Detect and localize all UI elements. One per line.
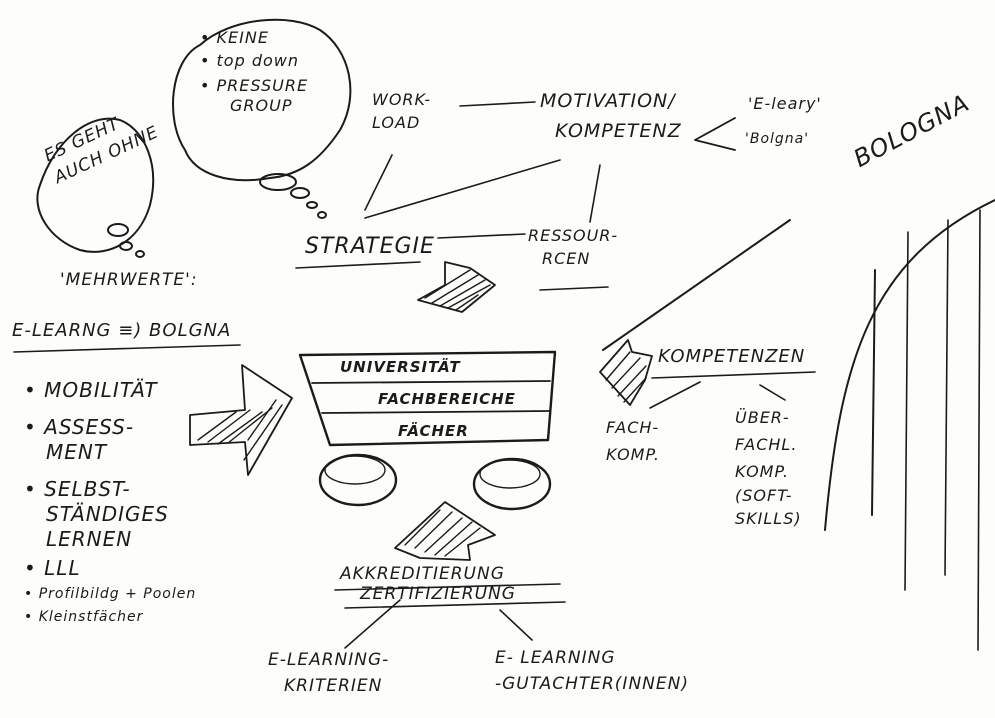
cart-universitaet: UNIVERSITÄT — [340, 358, 461, 376]
benefit-item: STÄNDIGES — [46, 502, 169, 526]
strategie-label: STRATEGIE — [305, 234, 435, 259]
ueberfachl-label: ÜBER- FACHL. KOMP. (SOFT- SKILLS) — [735, 408, 802, 529]
underline-ressourcen — [539, 286, 609, 291]
workload-label: WORK- LOAD — [372, 90, 432, 132]
workload-line: LOAD — [372, 112, 421, 132]
ressourcen-line: RESSOUR- — [528, 226, 619, 245]
line-gutachter — [499, 609, 533, 641]
kriterien-line: KRITERIEN — [284, 675, 383, 696]
arrow-strategie-down — [417, 261, 496, 313]
ueberfachl-line: FACHL. — [735, 434, 798, 454]
benefit-item: LERNEN — [46, 527, 133, 551]
ressourcen-label: RESSOUR- RCEN — [528, 226, 619, 268]
ueberfachl-line: ÜBER- — [735, 408, 790, 427]
thought-cloud — [172, 18, 352, 182]
benefit-item: • LLL — [24, 556, 81, 580]
benefit-item: • ASSESS- — [24, 415, 135, 439]
line-fachkomp — [649, 381, 701, 409]
cloud-dot — [290, 187, 310, 199]
gutachter-label: E- LEARNING -GUTACHTER(INNEN) — [495, 648, 689, 694]
chevron-eleary — [694, 117, 736, 151]
bubble-dot — [135, 250, 145, 258]
ueberfachl-line: KOMP. — [735, 461, 789, 481]
kriterien-label: E-LEARNING- KRITERIEN — [268, 650, 390, 696]
workload-line: WORK- — [372, 90, 432, 109]
motivation-label: MOTIVATION/ KOMPETENZ — [540, 90, 682, 142]
elearning-bologna-label: E-LEARNG ≡) BOLGNA — [12, 320, 232, 341]
underline-strategie — [295, 261, 421, 269]
akkreditierung-label: AKKREDITIERUNG ZERTIFIZIERUNG — [340, 564, 516, 604]
kompetenzen-label: KOMPETENZEN — [658, 346, 806, 367]
gutachter-line: -GUTACHTER(INNEN) — [495, 673, 689, 694]
cart-faecher: FÄCHER — [398, 422, 469, 440]
arrow-kompetenzen-left — [599, 339, 653, 406]
cloud-line: • PRESSURE — [200, 75, 309, 95]
akkreditierung-line: AKKREDITIERUNG — [340, 564, 505, 584]
fachkomp-line: FACH- — [606, 418, 660, 437]
cart-fachbereiche: FACHBEREICHE — [378, 390, 516, 408]
line-ueberfachl — [759, 384, 786, 401]
bologna-pillar — [824, 199, 995, 651]
benefit-item: • SELBST- — [24, 477, 131, 501]
cloud-dot — [306, 201, 318, 209]
bologna-small-label: 'Bolgna' — [745, 131, 810, 147]
line-cart-bologna — [602, 219, 791, 351]
fachkomp-label: FACH- KOMP. — [606, 418, 660, 464]
benefit-item: • MOBILITÄT — [24, 378, 158, 402]
mehrwerte-label: 'MEHRWERTE': — [60, 270, 198, 290]
underline-kompetenzen — [651, 371, 816, 379]
bubble-dot — [119, 241, 133, 251]
ueberfachl-line: (SOFT- — [735, 486, 793, 506]
bubble-dot — [107, 223, 129, 237]
line-workload-motivation — [459, 101, 536, 107]
kriterien-line: E-LEARNING- — [268, 650, 390, 670]
cloud-line: • top down — [200, 50, 299, 70]
line-motivation-strategie — [364, 159, 561, 219]
line-workload-strategie — [364, 154, 393, 211]
motivation-line: MOTIVATION/ — [540, 90, 676, 112]
underline-akkreditierung — [334, 583, 561, 591]
benefits-list: • MOBILITÄT • ASSESS- MENT • SELBST- STÄ… — [24, 380, 196, 624]
underline-elearning — [13, 344, 241, 353]
cloud-text: • KEINE • top down • PRESSURE GROUP — [200, 28, 309, 116]
line-motivation-ressourcen — [589, 164, 601, 223]
eleary-label: 'E-leary' — [748, 94, 822, 113]
cloud-line: • KEINE — [200, 28, 269, 47]
benefit-item: • Profilbildg + Poolen — [24, 586, 197, 602]
speech-bubble — [36, 117, 155, 253]
underline-zertifizierung — [344, 601, 566, 609]
fachkomp-line: KOMP. — [606, 444, 660, 464]
line-kriterien — [344, 599, 401, 649]
gutachter-line: E- LEARNING — [495, 648, 616, 668]
line-strategie-ressourcen — [437, 233, 526, 239]
ueberfachl-line: SKILLS) — [735, 509, 802, 529]
arrow-left-hatch — [189, 364, 293, 476]
arrow-akkreditierung-up — [394, 501, 496, 561]
cloud-line: GROUP — [230, 96, 293, 116]
cloud-dot — [259, 173, 297, 191]
cart — [298, 350, 557, 511]
cloud-dot — [317, 211, 327, 219]
benefit-item: MENT — [46, 440, 108, 464]
ressourcen-line: RCEN — [542, 248, 591, 268]
akkreditierung-line: ZERTIFIZIERUNG — [360, 583, 516, 604]
motivation-line: KOMPETENZ — [555, 119, 682, 142]
benefit-item: • Kleinstfächer — [24, 608, 144, 625]
